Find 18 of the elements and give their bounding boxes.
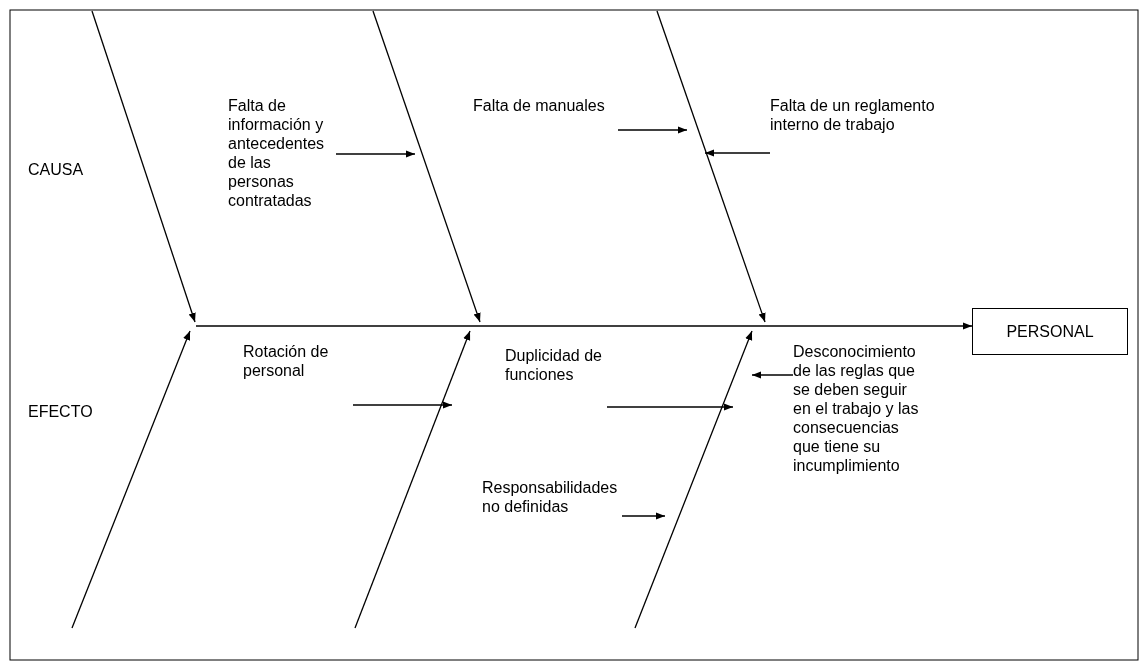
section-label: EFECTO <box>28 402 93 421</box>
cause-text: Falta de un reglamento interno de trabajo <box>770 96 970 160</box>
effect-box: PERSONAL <box>972 308 1128 355</box>
arrow <box>621 512 666 520</box>
cause-text: Falta de información y antecedentes de las personas contratadas <box>228 96 336 214</box>
arrow <box>335 150 416 158</box>
arrow <box>606 403 734 411</box>
cause-text: Rotación de personal <box>243 342 353 414</box>
cause-text: Falta de manuales <box>473 96 618 136</box>
arrow <box>352 401 453 409</box>
spine-arrow <box>195 322 973 330</box>
cause-text: Responsabilidades no definidas <box>482 478 622 523</box>
cause-text: Duplicidad de funciones <box>505 346 607 414</box>
arrow <box>751 371 794 379</box>
arrow <box>704 149 771 157</box>
cause-text: Desconocimiento de las reglas que se deben seguir en el trabajo y las consecuencias que tiene su incumplimiento <box>793 342 923 475</box>
arrow <box>617 126 688 134</box>
section-label: CAUSA <box>28 160 84 179</box>
